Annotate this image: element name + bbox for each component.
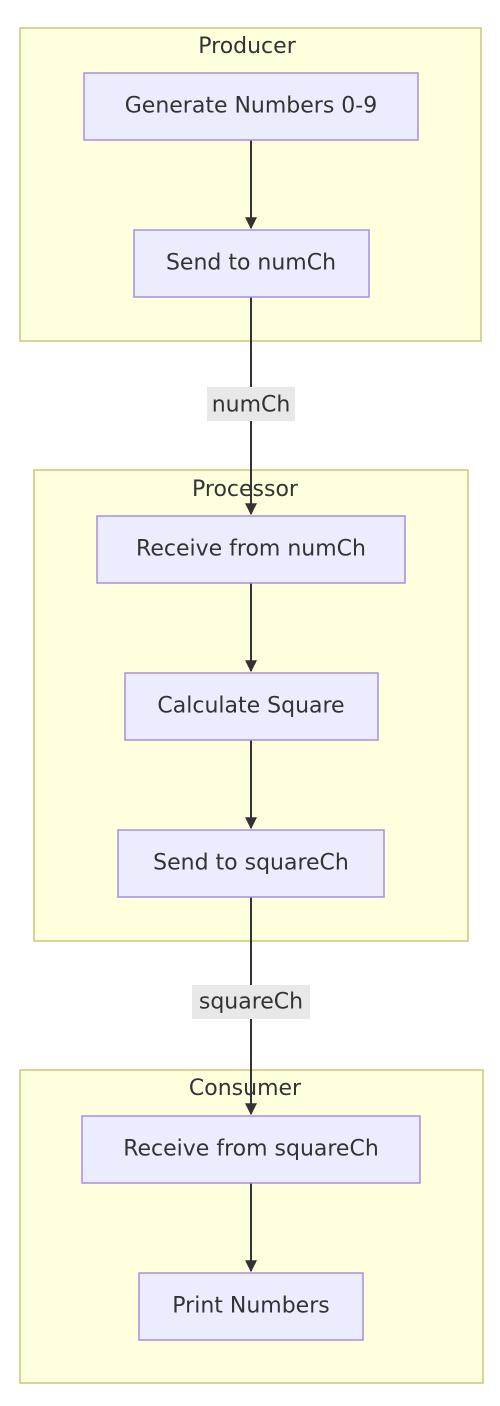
node-generate-numbers-label: Generate Numbers 0-9 <box>125 94 378 119</box>
node-receive-from-numch-label: Receive from numCh <box>136 537 366 562</box>
node-send-to-numch: Send to numCh <box>133 229 370 298</box>
node-print-numbers-label: Print Numbers <box>172 1294 329 1319</box>
edge-label-square-channel-bg <box>192 985 310 1019</box>
node-receive-from-squarech-box <box>81 1115 421 1184</box>
subgraph-processor-title: Processor <box>192 477 299 502</box>
node-generate-numbers-box <box>83 72 419 141</box>
node-send-to-squarech-label: Send to squareCh <box>153 851 349 876</box>
node-calculate-square: Calculate Square <box>124 672 379 741</box>
node-receive-from-numch-box <box>96 515 406 584</box>
node-send-to-numch-label: Send to numCh <box>166 251 336 276</box>
edge-label-square-channel: squareCh <box>192 985 310 1019</box>
node-send-to-numch-box <box>133 229 370 298</box>
node-calculate-square-box <box>124 672 379 741</box>
node-print-numbers: Print Numbers <box>138 1272 364 1341</box>
subgraph-consumer-title: Consumer <box>189 1076 302 1101</box>
subgraph-producer-title: Producer <box>198 34 296 59</box>
node-calculate-square-label: Calculate Square <box>157 694 344 719</box>
node-generate-numbers: Generate Numbers 0-9 <box>83 72 419 141</box>
node-send-to-squarech-box <box>117 829 385 898</box>
edge-label-num-channel: numCh <box>207 387 295 421</box>
node-print-numbers-box <box>138 1272 364 1341</box>
edge-label-num-channel-text: numCh <box>212 393 291 418</box>
node-receive-from-squarech: Receive from squareCh <box>81 1115 421 1184</box>
node-send-to-squarech: Send to squareCh <box>117 829 385 898</box>
edge-label-square-channel-text: squareCh <box>199 990 303 1015</box>
node-receive-from-numch: Receive from numCh <box>96 515 406 584</box>
edge-label-num-channel-bg <box>207 387 295 421</box>
node-receive-from-squarech-label: Receive from squareCh <box>123 1137 379 1162</box>
